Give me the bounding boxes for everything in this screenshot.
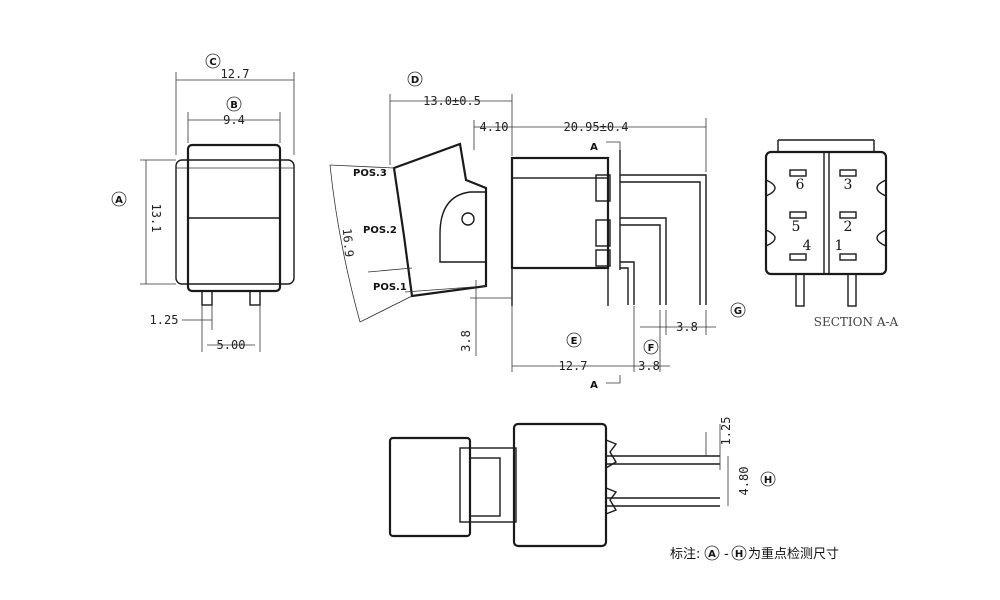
section-mark-top: A — [590, 142, 598, 153]
marker-h — [760, 471, 776, 487]
svg-text:E: E — [571, 336, 578, 347]
marker-g — [730, 302, 746, 318]
side-term-pitch-f: 3.8 — [638, 359, 660, 373]
front-pin-diameter: 1.25 — [150, 313, 179, 327]
front-pin-right — [249, 290, 261, 306]
side-term-pitch-g: 3.8 — [676, 320, 698, 334]
bottom-pin-width: 1.25 — [719, 417, 733, 446]
front-width-inner: 9.4 — [223, 113, 245, 127]
marker-a — [111, 191, 127, 207]
note-dash: - — [724, 547, 729, 562]
bottom-pin-pitch: 4.80 — [737, 467, 751, 496]
svg-text:B: B — [230, 100, 238, 111]
side-terminal-1 — [620, 174, 707, 305]
front-height: 13.1 — [149, 204, 163, 233]
side-rocker — [392, 142, 488, 298]
side-offset: 4.10 — [480, 120, 509, 134]
inspection-note: 标注: A - H 为重点检测尺寸 — [670, 545, 839, 562]
marker-d — [407, 71, 423, 87]
pos3-label: POS.3 — [353, 168, 387, 179]
front-view: 12.7 C 9.4 B 13.1 A 1.25 5.00 — [111, 53, 295, 352]
terminal-6: 6 — [796, 177, 805, 193]
section-mark-bottom: A — [590, 380, 598, 391]
bottom-body — [512, 422, 608, 548]
side-body-length: 12.7 — [559, 359, 588, 373]
terminal-2: 2 — [844, 219, 853, 235]
marker-c — [205, 53, 221, 69]
bottom-rocker — [388, 436, 472, 538]
section-title: SECTION A-A — [814, 315, 899, 329]
svg-text:F: F — [648, 343, 655, 354]
side-view: 13.0±0.5 D 4.10 20.95±0.4 A A 16.9 POS.3… — [329, 71, 746, 391]
pos2-label: POS.2 — [363, 225, 397, 236]
side-arc: 16.9 — [340, 228, 356, 258]
side-body — [510, 156, 610, 270]
front-width-overall: 12.7 — [221, 67, 250, 81]
svg-text:A: A — [708, 549, 716, 560]
terminal-3: 3 — [844, 177, 853, 193]
front-outer-housing — [175, 159, 295, 285]
section-view: 6 3 5 2 4 1 SECTION A-A — [764, 139, 899, 329]
svg-text:G: G — [734, 306, 742, 317]
section-outline — [764, 150, 888, 276]
front-pin-pitch: 5.00 — [217, 338, 246, 352]
svg-text:H: H — [735, 549, 743, 560]
bottom-neck — [459, 447, 517, 523]
side-overall: 20.95±0.4 — [563, 120, 628, 134]
marker-f — [643, 339, 659, 355]
svg-text:A: A — [115, 195, 123, 206]
side-terminal-3 — [620, 261, 635, 305]
note-prefix: 标注: — [670, 547, 700, 562]
note-marker-a — [704, 545, 720, 561]
svg-text:H: H — [764, 475, 772, 486]
section-pin-right — [847, 273, 857, 307]
terminal-1: 1 — [835, 238, 844, 254]
svg-text:C: C — [209, 57, 216, 68]
bottom-view: 1.25 4.80 H — [388, 417, 776, 548]
section-pin-left — [795, 273, 805, 307]
terminal-4: 4 — [803, 238, 812, 254]
side-rocker-length: 13.0±0.5 — [423, 94, 481, 108]
marker-e — [566, 332, 582, 348]
side-rocker-pivot — [439, 191, 487, 263]
front-pin-left — [201, 290, 213, 306]
side-pivot-hole — [461, 212, 475, 226]
svg-text:D: D — [411, 75, 419, 86]
note-suffix: 为重点检测尺寸 — [748, 546, 839, 562]
marker-b — [226, 96, 242, 112]
side-terminal-2 — [620, 217, 667, 305]
side-drop: 3.8 — [459, 330, 473, 352]
note-marker-h — [731, 545, 747, 561]
pos1-label: POS.1 — [373, 282, 407, 293]
terminal-5: 5 — [792, 219, 801, 235]
